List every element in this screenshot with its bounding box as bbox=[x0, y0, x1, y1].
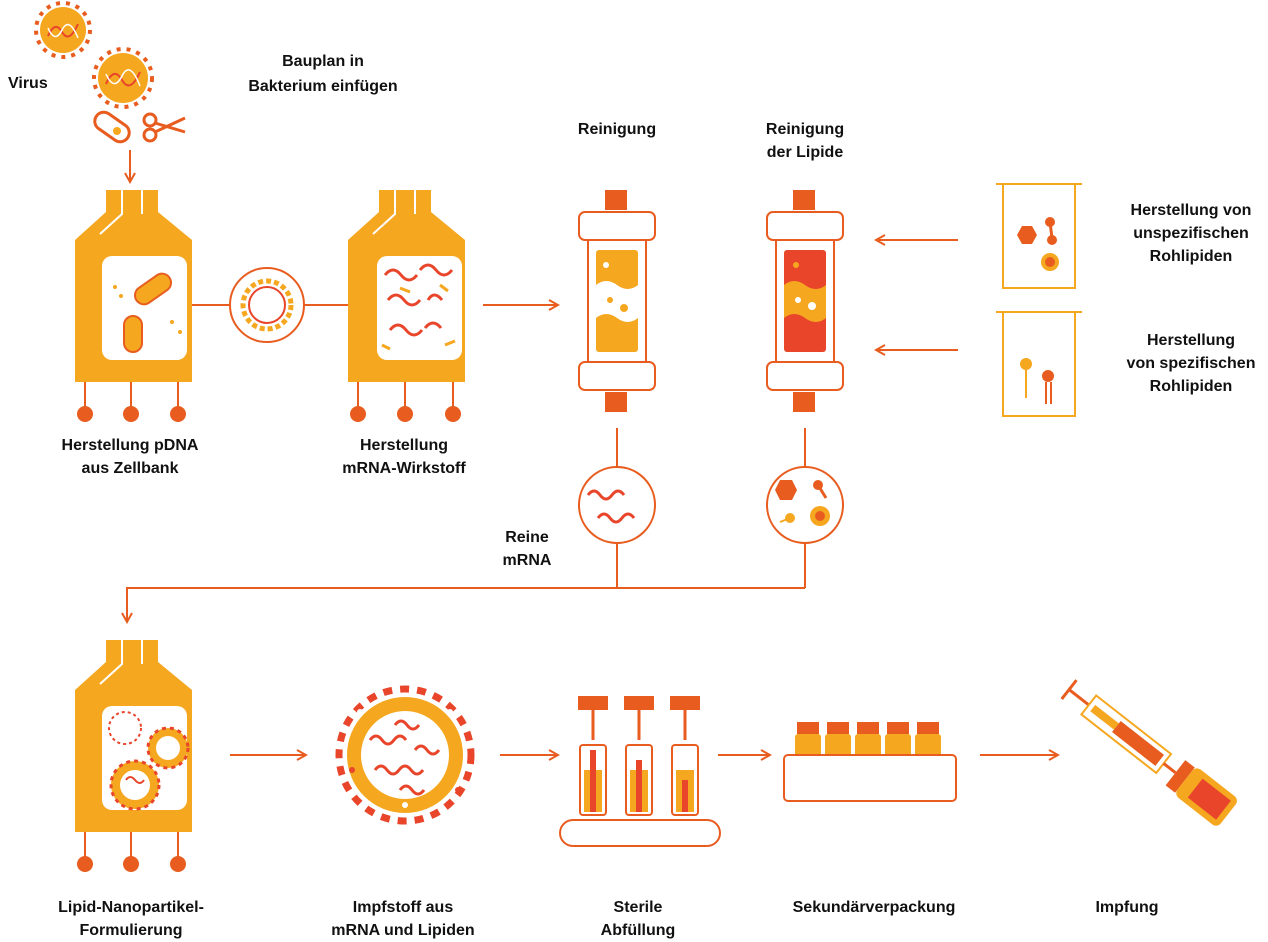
label-bauplan-1: Bauplan in bbox=[282, 53, 364, 70]
label-spez-1: Herstellung bbox=[1146, 332, 1236, 349]
purification-column-icon bbox=[766, 190, 844, 412]
plasmid-icon bbox=[229, 267, 305, 343]
mrna-magnifier-icon bbox=[578, 466, 656, 544]
label-pdna-2: aus Zellbank bbox=[81, 460, 179, 477]
syringe-icon bbox=[1060, 679, 1237, 826]
label-reinigung-lipide-1: Reinigung bbox=[765, 121, 845, 138]
label-mrna-1: Herstellung bbox=[359, 437, 449, 454]
beaker-icon bbox=[996, 311, 1082, 417]
label-sterile-1: Sterile bbox=[613, 899, 663, 916]
label-impfstoff-1: Impfstoff aus bbox=[352, 899, 454, 916]
label-unspez-1: Herstellung von bbox=[1130, 202, 1252, 219]
label-reinigung-lipide-2: der Lipide bbox=[766, 144, 844, 161]
bioreactor-icon bbox=[75, 190, 192, 422]
packaging-icon bbox=[783, 722, 957, 802]
label-sterile-2: Abfüllung bbox=[600, 922, 676, 939]
beaker-icon bbox=[996, 183, 1082, 289]
nanoparticle-icon bbox=[335, 685, 475, 825]
label-lnp-2: Formulierung bbox=[79, 922, 183, 939]
label-reinigung: Reinigung bbox=[577, 121, 657, 138]
label-unspez-3: Rohlipiden bbox=[1149, 248, 1233, 265]
label-bauplan-2: Bakterium einfügen bbox=[248, 78, 398, 95]
label-virus: Virus bbox=[8, 75, 48, 92]
label-mrna-2: mRNA-Wirkstoff bbox=[342, 460, 466, 477]
label-spez-2: von spezifischen bbox=[1126, 355, 1256, 372]
label-impfstoff-2: mRNA und Lipiden bbox=[331, 922, 475, 939]
bacterium-icon bbox=[93, 110, 131, 144]
purification-column-icon bbox=[578, 190, 656, 412]
label-pdna-1: Herstellung pDNA bbox=[61, 437, 199, 454]
bioreactor-icon bbox=[75, 640, 192, 872]
label-unspez-2: unspezifischen bbox=[1133, 225, 1249, 242]
lipid-magnifier-icon bbox=[766, 466, 844, 544]
label-reine-1: Reine bbox=[505, 529, 549, 546]
virus-icon bbox=[92, 47, 154, 109]
virus-icon bbox=[34, 1, 92, 59]
bioreactor-icon bbox=[348, 190, 465, 422]
label-lnp-1: Lipid-Nanopartikel- bbox=[58, 899, 204, 916]
label-spez-3: Rohlipiden bbox=[1149, 378, 1233, 395]
scissors-icon bbox=[142, 112, 186, 143]
vial-filling-icon bbox=[559, 696, 721, 847]
label-sekundaer: Sekundärverpackung bbox=[792, 899, 956, 916]
label-impfung: Impfung bbox=[1095, 899, 1159, 916]
label-reine-2: mRNA bbox=[502, 552, 552, 569]
